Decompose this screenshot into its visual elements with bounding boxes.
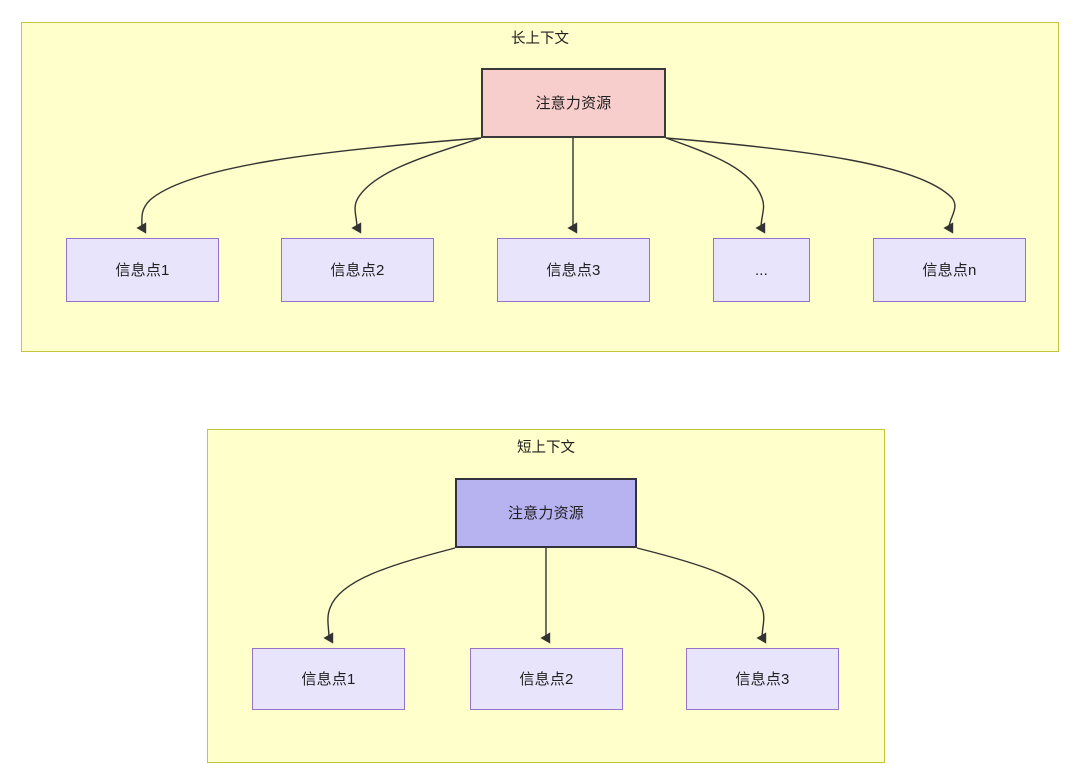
node-info-short-2[interactable]: 信息点2 (470, 648, 623, 710)
node-info-short-3[interactable]: 信息点3 (686, 648, 839, 710)
node-attention-long[interactable]: 注意力资源 (481, 68, 666, 138)
node-info-long-n[interactable]: 信息点n (873, 238, 1026, 302)
node-info-long-1[interactable]: 信息点1 (66, 238, 219, 302)
edge-short-3 (636, 547, 767, 644)
edge-short-1 (323, 547, 456, 644)
node-info-short-1[interactable]: 信息点1 (252, 648, 405, 710)
panel-long-context-title: 长上下文 (511, 31, 569, 47)
edge-long-5 (665, 137, 956, 234)
node-info-long-3[interactable]: 信息点3 (497, 238, 650, 302)
node-info-long-2[interactable]: 信息点2 (281, 238, 434, 302)
edge-long-1 (136, 137, 482, 234)
edge-long-2 (351, 137, 482, 234)
panel-short-context-title: 短上下文 (517, 440, 575, 456)
edge-long-4 (665, 137, 766, 234)
node-attention-short[interactable]: 注意力资源 (455, 478, 637, 548)
node-info-long-ellipsis[interactable]: ... (713, 238, 810, 302)
